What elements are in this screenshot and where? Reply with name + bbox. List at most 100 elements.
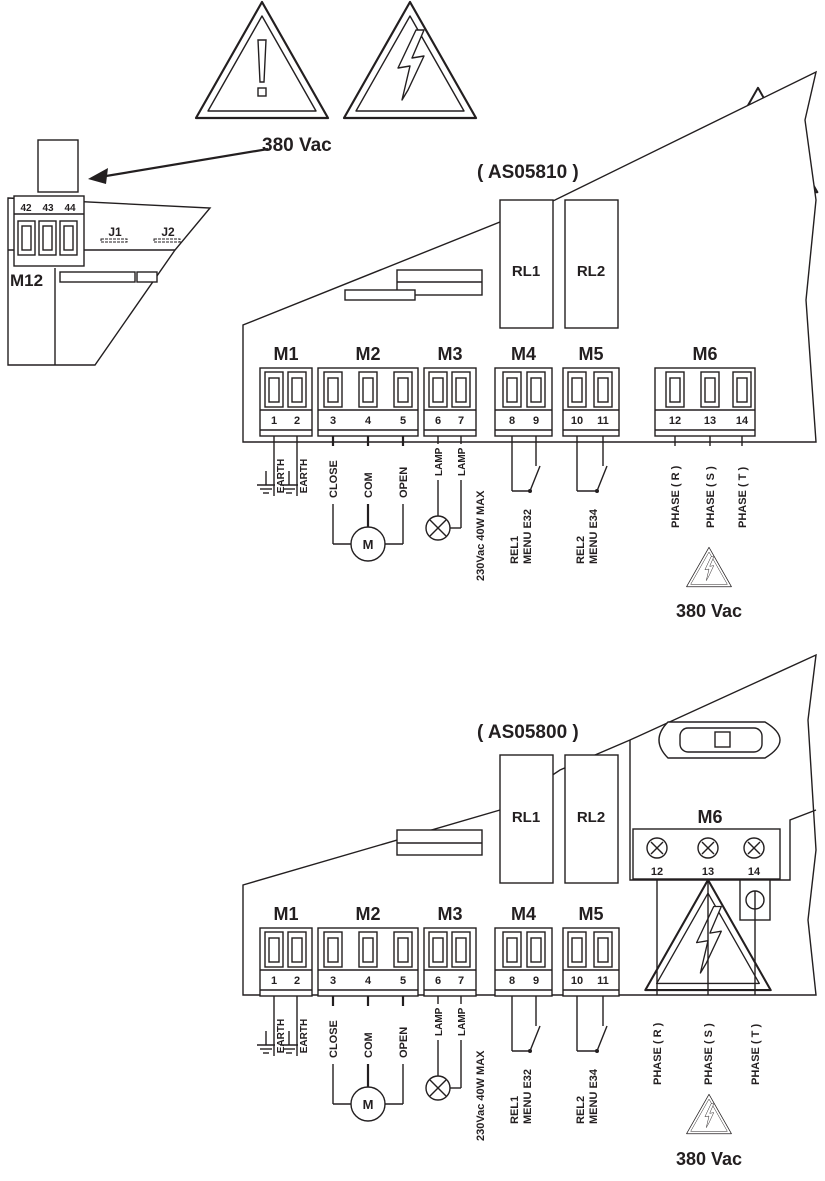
wire-label: CLOSE	[328, 1020, 340, 1058]
pin-number: 4	[365, 975, 372, 987]
warning-exclamation-icon	[194, 0, 330, 120]
connector-label: M2	[355, 344, 380, 364]
pin-number: 3	[330, 975, 336, 987]
relay-label: REL2	[575, 536, 587, 564]
relay-label: REL2	[575, 1096, 587, 1124]
relay-label: MENU E34	[588, 1068, 600, 1124]
connector-label: M5	[578, 344, 603, 364]
m12-pin: 42	[20, 203, 32, 214]
m6-pin: 12	[651, 866, 663, 878]
top-board: ( AS05810 ) RL1 RL2	[242, 70, 818, 443]
relay-rl1	[499, 754, 554, 884]
pin-number: 5	[400, 415, 406, 427]
relay-contact-icon	[529, 465, 541, 492]
relay-contact-icon	[529, 1025, 541, 1052]
jumper-j2-label: J2	[161, 225, 175, 239]
voltage-label-bottom: 380 Vac	[676, 1149, 742, 1169]
motor-icon	[350, 1086, 386, 1122]
board-code-top: ( AS05810 )	[477, 162, 579, 183]
ground-icon	[256, 1030, 276, 1054]
pin-number: 2	[294, 975, 300, 987]
m6-pin: 13	[702, 866, 714, 878]
ground-icon	[256, 470, 276, 494]
m12-label: M12	[10, 271, 43, 290]
pin-number: 6	[435, 415, 441, 427]
connector-label: M4	[511, 344, 536, 364]
arrow-to-m12	[99, 147, 269, 179]
motor-icon	[350, 526, 386, 562]
wire-label: EARTH	[276, 459, 287, 493]
relay-rl1-label: RL1	[512, 809, 540, 826]
pin-number: 12	[669, 415, 681, 427]
pin-number: 8	[509, 975, 515, 987]
wire-label: LAMP	[457, 447, 468, 476]
electric-hazard-icon	[342, 0, 478, 120]
pin-number: 2	[294, 415, 300, 427]
connector-label: M3	[437, 344, 462, 364]
connector-label: M4	[511, 904, 536, 924]
pin-number: 3	[330, 415, 336, 427]
phase-label: PHASE ( T )	[750, 1024, 762, 1085]
m12-plug	[37, 139, 79, 193]
relay-rl2	[564, 199, 619, 329]
arrow-head-icon	[88, 168, 108, 184]
voltage-label-mid: 380 Vac	[676, 601, 742, 621]
connector-label: M2	[355, 904, 380, 924]
pin-number: 9	[533, 415, 539, 427]
phase-label: PHASE ( S )	[705, 466, 717, 528]
pin-number: 4	[365, 415, 372, 427]
screw-icon	[646, 837, 668, 859]
wire-label: EARTH	[276, 1019, 287, 1053]
pin-number: 8	[509, 415, 515, 427]
wire-label: LAMP	[434, 1007, 445, 1036]
relay-label: REL1	[509, 536, 521, 564]
wire-label: COM	[363, 472, 375, 498]
lamp-spec-label: 230Vac 40W MAX	[475, 1050, 487, 1141]
m6-pin: 14	[748, 866, 761, 878]
pin-number: 10	[571, 975, 583, 987]
relay-label: MENU E34	[588, 508, 600, 564]
wire-label: OPEN	[398, 1027, 410, 1058]
relay-rl2	[564, 754, 619, 884]
wire-label: COM	[363, 1032, 375, 1058]
relay-rl1-label: RL1	[512, 263, 540, 280]
wire-label: CLOSE	[328, 460, 340, 498]
connector-label: M3	[437, 904, 462, 924]
phase-label: PHASE ( T )	[737, 467, 749, 528]
relay-label: REL1	[509, 1096, 521, 1124]
board-code-bottom: ( AS05800 )	[477, 722, 579, 743]
m12-pin: 43	[42, 203, 54, 214]
pin-number: 13	[704, 415, 716, 427]
wire-label: OPEN	[398, 467, 410, 498]
phase-label: PHASE ( S )	[703, 1023, 715, 1085]
pin-number: 1	[271, 415, 277, 427]
relay-label: MENU E32	[522, 1069, 534, 1124]
wire-label: LAMP	[434, 447, 445, 476]
m12-pin: 44	[64, 203, 76, 214]
relay-label: MENU E32	[522, 509, 534, 564]
connector-label: M1	[273, 344, 298, 364]
m12-inset: 42 43 44 M12 J1 J2	[7, 139, 212, 366]
voltage-label-top: 380 Vac	[262, 135, 332, 156]
motor-label: M	[363, 537, 374, 552]
pin-number: 7	[458, 975, 464, 987]
connector-label: M5	[578, 904, 603, 924]
pin-number: 6	[435, 975, 441, 987]
relay-rl2-label: RL2	[577, 809, 605, 826]
connector-label: M6	[692, 344, 717, 364]
pin-number: 5	[400, 975, 406, 987]
relay-contact-icon	[596, 1025, 608, 1052]
jumper-j1-label: J1	[108, 225, 122, 239]
connector-label: M1	[273, 904, 298, 924]
pin-number: 11	[597, 975, 609, 987]
switch-icon	[714, 731, 731, 748]
electric-hazard-icon	[686, 1093, 732, 1135]
pin-number: 11	[597, 415, 609, 427]
pin-number: 9	[533, 975, 539, 987]
m6-label: M6	[697, 807, 722, 827]
pin-number: 14	[736, 415, 749, 427]
